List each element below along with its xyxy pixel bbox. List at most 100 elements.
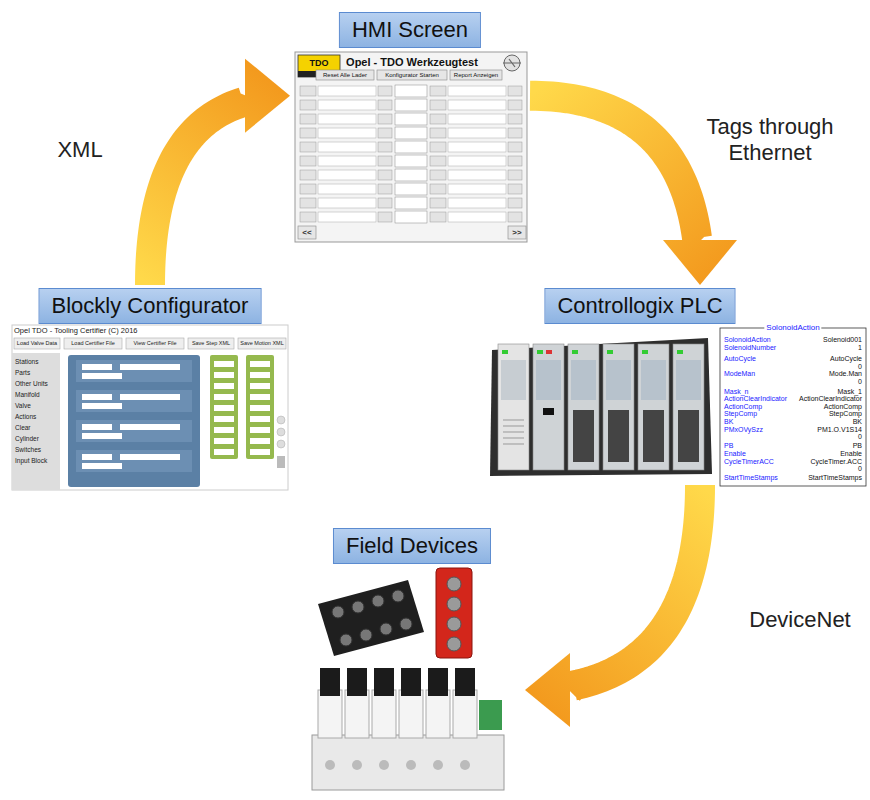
plc-rack — [536, 360, 561, 400]
blockly-screenshot — [277, 416, 285, 424]
blockly-screenshot — [82, 433, 122, 439]
valve-manifold — [312, 735, 504, 790]
screen-text: Valve — [15, 403, 31, 410]
io-module-black — [318, 580, 424, 656]
valve-manifold — [428, 668, 448, 696]
valve-manifold — [399, 690, 423, 738]
screen-text: Clear — [15, 425, 31, 432]
plc-rack — [676, 360, 701, 400]
screen-text: TDO — [310, 59, 329, 68]
block-parameter: AutoCycle — [724, 355, 756, 362]
plc-rack — [641, 360, 666, 400]
valve-manifold — [426, 690, 450, 738]
hmi-screenshot — [503, 59, 521, 67]
block-parameter: Solenoid001 — [823, 336, 862, 343]
plc-rack — [606, 360, 631, 400]
block-parameter: Mask_n — [724, 387, 749, 394]
screen-text: Konfigurator Starten — [385, 72, 439, 78]
plc-rack — [568, 344, 599, 470]
block-parameter: SolonoidAction — [724, 336, 771, 343]
block-parameter: StepComp — [724, 410, 757, 417]
blockly-screenshot — [120, 424, 180, 430]
blockly-screenshot — [277, 456, 285, 468]
flow-arrow — [530, 96, 737, 285]
block-parameter: ActionClearIndicator — [724, 395, 787, 402]
plc-rack — [503, 420, 524, 444]
screen-text: Load Valve Data — [17, 341, 57, 347]
io-module-black — [340, 634, 352, 646]
node-title: HMI Screen — [352, 16, 468, 44]
hmi-screenshot — [508, 226, 526, 239]
blockly-screenshot — [277, 440, 285, 448]
arrow-shaft — [569, 485, 700, 690]
component-group: HMI Screen — [290, 8, 530, 245]
screen-text: View Certifier File — [134, 341, 177, 347]
block-parameter: Mask_1 — [837, 387, 862, 394]
screen-text: Manifold — [15, 392, 40, 399]
blockly-screenshot — [246, 358, 274, 457]
component-group: Field Devices — [300, 525, 525, 797]
function-block-frame — [720, 328, 866, 486]
block-parameter: BK — [853, 418, 862, 425]
title-band: HMI Screen — [339, 12, 481, 48]
block-parameter: StepComp — [829, 410, 862, 417]
blockly-screenshot — [82, 403, 122, 409]
screen-text: >> — [512, 229, 521, 237]
plc-rack — [537, 350, 543, 354]
screen-text: Save Step XML — [192, 341, 230, 347]
block-parameter: AutoCycle — [830, 355, 862, 362]
plc-rack — [490, 338, 712, 476]
valve-manifold — [347, 668, 367, 696]
io-module-black — [352, 601, 364, 613]
screen-text: Parts — [15, 370, 30, 377]
hmi-screenshot — [504, 55, 520, 71]
block-parameter: CycleTimerACC — [724, 457, 774, 464]
plc-rack — [608, 410, 629, 462]
screen-text: Input Block — [15, 458, 47, 465]
blockly-screenshot — [82, 373, 122, 379]
blockly-screenshot — [277, 428, 285, 436]
plc-rack — [546, 350, 552, 354]
block-parameter: Enable — [840, 450, 862, 457]
node-title: Field Devices — [346, 532, 478, 560]
flow-arrow — [525, 485, 700, 727]
blockly-screenshot — [82, 463, 122, 469]
plc-rack — [643, 410, 664, 462]
hmi-screenshot — [316, 70, 374, 80]
block-parameter: SolenoidNumber — [724, 343, 776, 350]
plc-rack — [642, 350, 648, 354]
blockly-screenshot — [120, 454, 180, 460]
valve-manifold — [372, 690, 396, 738]
block-parameter: StartTimeStamps — [724, 474, 778, 481]
io-module-red — [436, 568, 472, 658]
connection-label: Tags through Ethernet — [695, 114, 845, 166]
block-parameter: Mode.Man — [829, 370, 862, 377]
plc-rack — [543, 408, 554, 415]
screen-text: Stations — [15, 359, 39, 366]
plc-rack — [490, 338, 712, 476]
block-parameter: 1 — [858, 343, 862, 350]
io-module-red — [447, 637, 461, 651]
block-parameter: CycleTimer.ACC — [811, 457, 862, 464]
blockly-screenshot — [82, 424, 112, 430]
blockly-screenshot — [12, 353, 60, 490]
hmi-screenshot — [298, 84, 524, 224]
plc-rack — [498, 344, 529, 470]
blockly-screenshot — [126, 338, 184, 349]
block-parameter: ModeMan — [724, 370, 755, 377]
screen-text: Opel - TDO Werkzeugtest — [346, 57, 478, 68]
screen-text: Cylinder — [15, 436, 39, 443]
blockly-screenshot — [238, 338, 286, 349]
io-module-red — [447, 597, 461, 611]
plc-rack — [572, 350, 578, 354]
block-parameter: Enable — [724, 450, 746, 457]
blockly-screenshot — [120, 364, 180, 370]
valve-manifold — [401, 668, 421, 696]
blockly-screenshot — [76, 420, 192, 442]
io-module-black — [332, 606, 344, 618]
valve-manifold — [479, 700, 502, 730]
block-parameter: 0 — [858, 377, 862, 384]
block-parameter: BK — [724, 418, 733, 425]
block-parameter: PMxOVySzz — [724, 425, 763, 432]
plc-rack — [573, 410, 594, 462]
